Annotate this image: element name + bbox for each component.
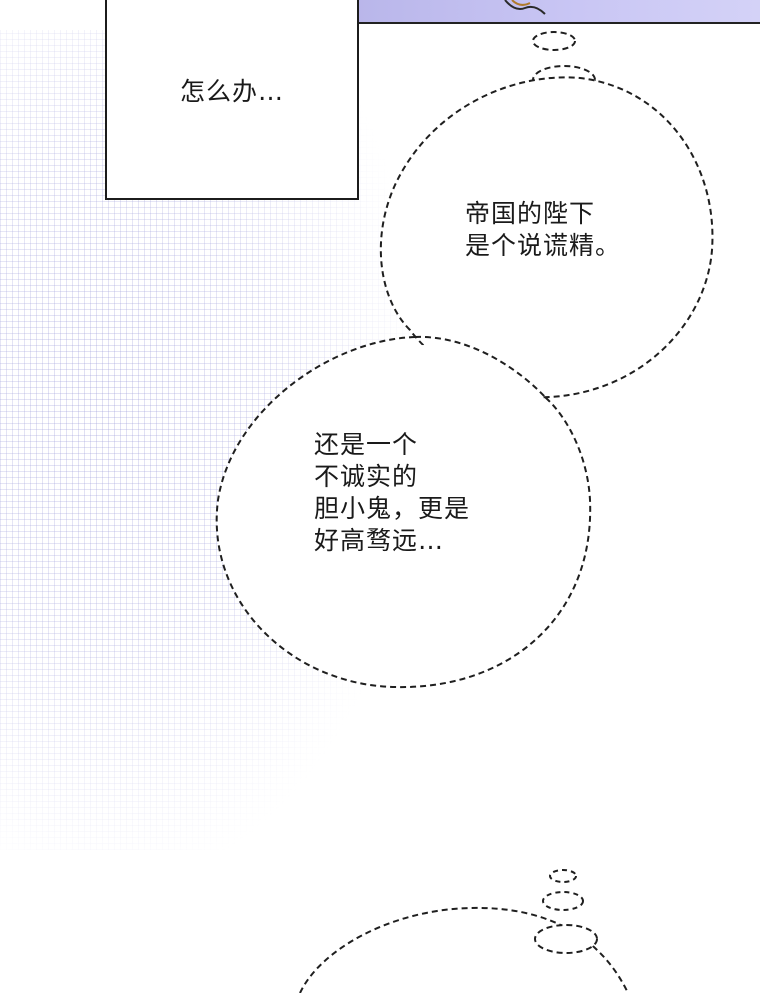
bubble-1-text: 帝国的陛下 是个说谎精。 [465, 198, 621, 262]
bubble-2-line: 不诚实的 [314, 462, 419, 491]
bubble-2-text: 还是一个 不诚实的 胆小鬼，更是 好高骛远… [314, 429, 470, 557]
bubble-2-line: 胆小鬼，更是 [314, 494, 471, 523]
thought-puff [532, 31, 576, 51]
bubble-1-line: 帝国的陛下 [465, 199, 596, 228]
bubble-1-line: 是个说谎精。 [465, 231, 622, 260]
bubble-2-line: 好高骛远… [314, 526, 445, 555]
thought-puff [542, 891, 584, 911]
bubble-2-line: 还是一个 [314, 430, 419, 459]
narration-text: 怎么办… [179, 77, 284, 106]
thought-puff [534, 924, 598, 954]
thought-bubble-1 [379, 76, 714, 399]
previous-panel-strip [355, 0, 760, 24]
thought-puff [549, 869, 577, 883]
narration-box: 怎么办… [105, 0, 359, 200]
hair-detail [504, 0, 546, 15]
